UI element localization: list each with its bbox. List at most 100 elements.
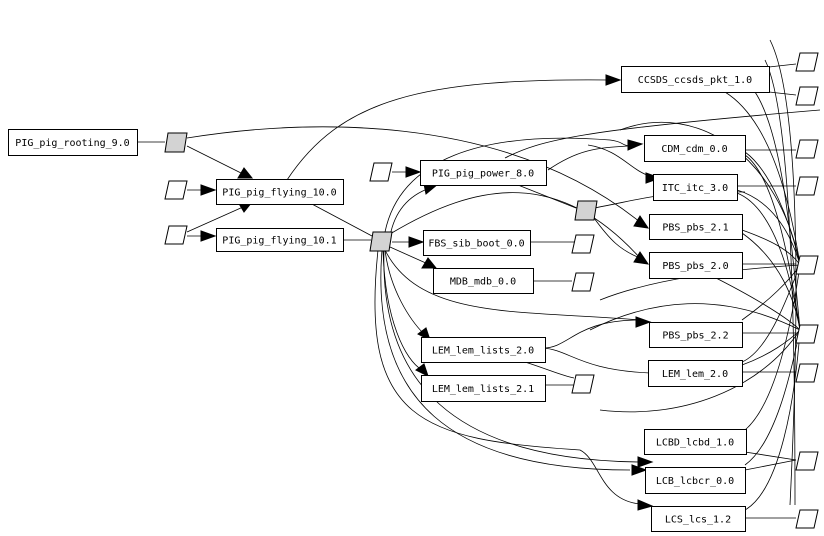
node-label: PIG_pig_rooting_9.0 bbox=[15, 138, 129, 149]
node-pig-flying-100[interactable]: PIG_pig_flying_10.0 bbox=[216, 179, 344, 205]
node-fbs-sib-boot[interactable]: FBS_sib_boot_0.0 bbox=[423, 230, 531, 256]
node-box bbox=[421, 375, 546, 402]
node-box bbox=[216, 179, 344, 205]
edge bbox=[547, 145, 629, 171]
node-pbs-22[interactable]: PBS_pbs_2.2 bbox=[649, 322, 743, 348]
node-label: PIG_pig_power_8.0 bbox=[432, 169, 534, 180]
node-box bbox=[649, 252, 743, 279]
edge bbox=[286, 79, 611, 181]
node-label: LEM_lem_lists_2.0 bbox=[432, 346, 534, 357]
node-label: LCBD_lcbd_1.0 bbox=[656, 438, 734, 449]
arrowhead bbox=[637, 499, 654, 511]
arrowhead bbox=[627, 139, 644, 151]
edge bbox=[186, 145, 244, 175]
arrowhead bbox=[635, 316, 652, 328]
edge bbox=[542, 347, 651, 374]
edge bbox=[769, 39, 797, 506]
node-lem-lists-21[interactable]: LEM_lem_lists_2.1 bbox=[421, 375, 546, 402]
ports bbox=[164, 52, 819, 529]
interface-port[interactable] bbox=[164, 180, 188, 200]
node-box bbox=[649, 214, 743, 240]
edge bbox=[383, 249, 641, 463]
nodes: PIG_pig_rooting_9.0PIG_pig_flying_10.0PI… bbox=[8, 66, 770, 532]
interface-port[interactable] bbox=[571, 272, 595, 292]
interface-port[interactable] bbox=[571, 234, 595, 254]
node-box bbox=[8, 129, 138, 156]
edge bbox=[389, 246, 429, 265]
node-lem-20[interactable]: LEM_lem_2.0 bbox=[648, 360, 743, 387]
interface-port[interactable] bbox=[795, 52, 819, 72]
node-lcbd[interactable]: LCBD_lcbd_1.0 bbox=[644, 429, 747, 455]
node-lcs[interactable]: LCS_lcs_1.2 bbox=[651, 506, 746, 532]
interface-port[interactable] bbox=[795, 139, 819, 159]
edge bbox=[593, 217, 641, 259]
edge bbox=[744, 451, 797, 461]
arrowhead bbox=[633, 215, 650, 229]
arrowhead bbox=[605, 74, 622, 86]
node-box bbox=[433, 268, 534, 294]
node-lcb[interactable]: LCB_lcbcr_0.0 bbox=[645, 467, 746, 494]
edge bbox=[741, 329, 801, 366]
node-pig-flying-101[interactable]: PIG_pig_flying_10.1 bbox=[216, 228, 344, 252]
edge bbox=[504, 109, 821, 159]
node-label: PBS_pbs_2.2 bbox=[662, 331, 728, 342]
node-pbs-21[interactable]: PBS_pbs_2.1 bbox=[649, 214, 743, 240]
interface-port[interactable] bbox=[795, 451, 819, 471]
node-box bbox=[216, 228, 344, 252]
edge bbox=[709, 274, 801, 331]
arrowhead bbox=[637, 456, 654, 468]
interface-port[interactable] bbox=[795, 324, 819, 344]
edge bbox=[744, 459, 797, 471]
edge bbox=[542, 319, 641, 349]
arrowhead bbox=[237, 167, 254, 179]
interface-port[interactable] bbox=[164, 225, 188, 245]
node-pig-rooting[interactable]: PIG_pig_rooting_9.0 bbox=[8, 129, 138, 156]
node-box bbox=[644, 429, 747, 455]
node-cdm[interactable]: CDM_cdm_0.0 bbox=[644, 135, 746, 162]
arrowhead bbox=[415, 363, 429, 377]
node-box bbox=[645, 467, 746, 494]
edge bbox=[384, 137, 631, 233]
node-label: PIG_pig_flying_10.1 bbox=[222, 236, 336, 247]
node-pig-power[interactable]: PIG_pig_power_8.0 bbox=[420, 160, 547, 186]
node-box bbox=[648, 360, 743, 387]
node-label: PIG_pig_flying_10.0 bbox=[222, 188, 336, 199]
interface-port[interactable] bbox=[795, 363, 819, 383]
edge bbox=[744, 329, 801, 466]
node-label: MDB_mdb_0.0 bbox=[450, 277, 516, 288]
interface-port[interactable] bbox=[795, 176, 819, 196]
edge bbox=[384, 249, 425, 335]
edge bbox=[764, 59, 796, 506]
hub-main[interactable] bbox=[369, 231, 393, 252]
node-pbs-20[interactable]: PBS_pbs_2.0 bbox=[649, 252, 743, 279]
node-label: LCS_lcs_1.2 bbox=[665, 515, 731, 526]
node-box bbox=[653, 174, 738, 201]
node-box bbox=[421, 337, 546, 363]
interface-port[interactable] bbox=[795, 509, 819, 529]
node-label: PBS_pbs_2.0 bbox=[662, 261, 728, 272]
node-label: LEM_lem_lists_2.1 bbox=[432, 384, 534, 395]
arrowhead bbox=[405, 166, 422, 178]
edge bbox=[736, 189, 801, 266]
node-lem-lists-20[interactable]: LEM_lem_lists_2.0 bbox=[421, 337, 546, 363]
arrowhead bbox=[200, 230, 217, 242]
edges bbox=[137, 39, 821, 519]
arrowhead bbox=[631, 464, 648, 476]
node-ccsds[interactable]: CCSDS_ccsds_pkt_1.0 bbox=[621, 66, 770, 93]
node-mdb-mdb[interactable]: MDB_mdb_0.0 bbox=[433, 268, 534, 294]
hub-power[interactable] bbox=[574, 200, 598, 221]
edge bbox=[382, 249, 423, 371]
arrowhead bbox=[408, 236, 425, 248]
interface-port[interactable] bbox=[571, 374, 595, 394]
interface-port[interactable] bbox=[795, 255, 819, 275]
edge bbox=[380, 249, 631, 471]
interface-port[interactable] bbox=[795, 86, 819, 106]
hubs bbox=[164, 132, 598, 252]
node-box bbox=[420, 160, 547, 186]
node-label: ITC_itc_3.0 bbox=[662, 183, 728, 194]
node-itc[interactable]: ITC_itc_3.0 bbox=[653, 174, 738, 201]
edge bbox=[389, 192, 641, 259]
hub-rooting[interactable] bbox=[164, 132, 188, 153]
interface-port[interactable] bbox=[369, 162, 393, 182]
node-box bbox=[423, 230, 531, 256]
